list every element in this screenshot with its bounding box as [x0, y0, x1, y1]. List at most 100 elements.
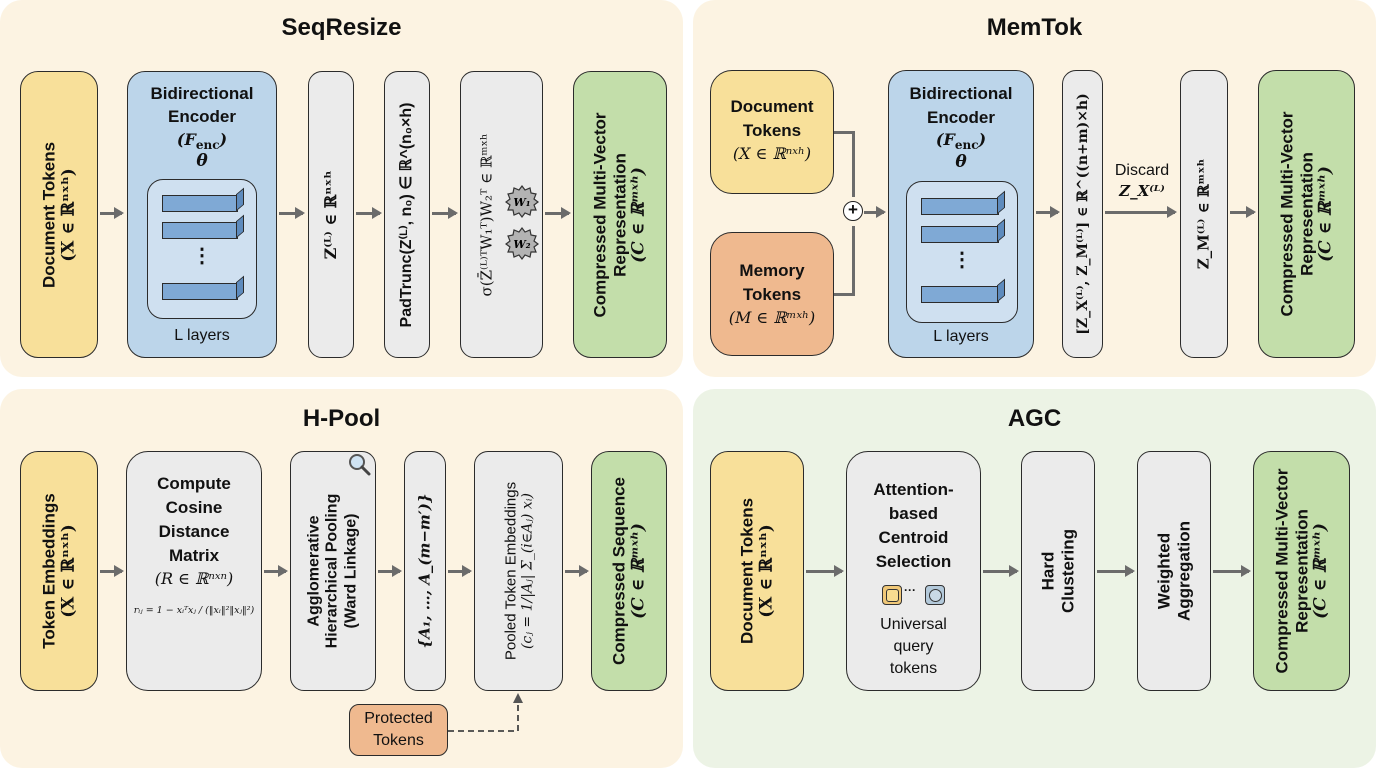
centroid-line4: Selection: [875, 552, 952, 571]
panel-title-memtok: MemTok: [986, 14, 1083, 41]
output-line1: Compressed Multi-Vector: [1272, 468, 1292, 674]
svg-text:W₂: W₂: [513, 238, 530, 251]
discard-math: Z_X⁽ᴸ⁾: [1119, 182, 1165, 200]
cosine-line3: Distance: [158, 522, 230, 541]
seqresize-input-label: Document Tokens: [39, 141, 59, 288]
output-line2: Representation: [610, 152, 630, 277]
agc-input-label: Document Tokens: [737, 497, 757, 645]
protected-line1: Protected: [364, 710, 433, 727]
cosine-line4: Matrix: [168, 546, 220, 565]
memory-states-math: Z_M⁽ᴸ⁾ ∈ ℝᵐˣʰ: [1194, 158, 1213, 270]
layer-block: [162, 195, 238, 212]
hpool-agglomerative-box: Agglomerative Hierarchical Pooling (Ward…: [290, 451, 376, 691]
layer-ellipsis: ⋮: [952, 249, 972, 271]
doc-line1: Document: [730, 97, 814, 116]
hpool-protected-tokens-box: Protected Tokens: [349, 704, 448, 756]
layer-block: [162, 222, 238, 239]
arrow: [264, 565, 288, 577]
seqresize-projection-box: σ(Z̄⁽ᴸ⁾ᵀW₁ᵀ)W₂ᵀ ∈ ℝᵐˣʰ W₁ W₂: [460, 71, 543, 358]
memtok-hidden-states-box: [Z_X⁽ᴸ⁾, Z_M⁽ᴸ⁾] ∈ ℝ^((n+m)×h): [1062, 70, 1103, 358]
arrow: [1097, 565, 1135, 577]
encoder-line2: Encoder: [926, 108, 996, 127]
output-math: (C ∈ ℝᵐˣʰ): [1310, 523, 1331, 619]
arrow: [1036, 206, 1060, 218]
encoder-line1: Bidirectional: [909, 84, 1013, 103]
panel-title-seqresize: SeqResize: [281, 14, 402, 41]
agc-hard-clustering-box: Hard Clustering: [1021, 451, 1095, 691]
hidden-states-math: [Z_X⁽ᴸ⁾, Z_M⁽ᴸ⁾] ∈ ℝ^((n+m)×h): [1074, 93, 1091, 335]
agc-output-box: Compressed Multi-Vector Representation (…: [1253, 451, 1350, 691]
agc-input-math: (X ∈ ℝⁿˣʰ): [756, 524, 776, 618]
hpool-output-math: (C ∈ ℝᵐˣʰ): [628, 523, 648, 619]
layer-block: [921, 198, 999, 215]
panel-hpool: H-Pool Token Embeddings (X ∈ ℝⁿˣʰ) Compu…: [0, 389, 683, 768]
centroid-line2: based: [888, 504, 939, 523]
doc-line2: Tokens: [742, 121, 802, 140]
cosine-formula: rᵢⱼ = 1 − xᵢᵀxⱼ / (‖xᵢ‖²‖xⱼ‖²): [133, 605, 255, 616]
arrow: [1230, 206, 1256, 218]
hpool-token-embeddings-box: Token Embeddings (X ∈ ℝⁿˣʰ): [20, 451, 98, 691]
connector-mem-up: [852, 226, 855, 296]
weighted-line2: Aggregation: [1174, 520, 1193, 622]
agc-document-tokens-box: Document Tokens (X ∈ ℝⁿˣʰ): [710, 451, 804, 691]
agglomerative-line2: Hierarchical Pooling: [323, 493, 341, 649]
sum-circle-icon: +: [843, 201, 863, 221]
layer-ellipsis: ⋮: [192, 245, 212, 267]
cosine-line2: Cosine: [165, 498, 223, 517]
layer-block: [921, 226, 999, 243]
hpool-output-label: Compressed Sequence: [609, 476, 629, 666]
agc-weighted-aggregation-box: Weighted Aggregation: [1137, 451, 1211, 691]
pooled-label: Pooled Token Embeddings: [501, 481, 519, 661]
seqresize-output-box: Compressed Multi-Vector Representation (…: [573, 71, 667, 358]
encoder-layers-label: L layers: [933, 328, 989, 345]
output-math: (C ∈ ℝᵐˣʰ): [628, 166, 649, 263]
arrow: [983, 565, 1019, 577]
connector-mem: [834, 293, 855, 296]
agglomerative-line1: Agglomerative: [305, 515, 323, 627]
arrow: [1213, 565, 1251, 577]
memtok-document-tokens-box: Document Tokens (X ∈ ℝⁿˣʰ): [710, 70, 834, 194]
encoder-line2: Encoder: [167, 107, 237, 126]
clusters-math: {A₁, …, A_(m−m′)}: [415, 493, 434, 649]
seqresize-input-math: (X ∈ ℝⁿˣʰ): [58, 167, 78, 262]
connector-doc: [834, 131, 855, 134]
query-token-icon-blue: [925, 585, 945, 605]
magnifier-icon: [349, 454, 371, 476]
mem-line2: Tokens: [742, 285, 802, 304]
seqresize-hidden-states-box: Z⁽ᴸ⁾ ∈ ℝⁿˣʰ: [308, 71, 354, 358]
arrow: [864, 206, 886, 218]
encoder-layers-label: L layers: [174, 327, 230, 344]
arrow: [279, 207, 305, 219]
arrow: [545, 207, 571, 219]
panel-memtok: MemTok Document Tokens (X ∈ ℝⁿˣʰ) Memory…: [693, 0, 1376, 377]
hpool-input-math: (X ∈ ℝⁿˣʰ): [58, 524, 78, 618]
arrow: [432, 207, 458, 219]
doc-math: (X ∈ ℝⁿˣʰ): [732, 144, 812, 163]
gear-icon-w2: W₂: [505, 227, 539, 260]
hard-line2: Clustering: [1058, 528, 1077, 614]
cosine-math: (R ∈ ℝⁿˣⁿ): [154, 569, 234, 588]
mem-math: (M ∈ ℝᵐˣʰ): [728, 308, 816, 327]
hpool-cosine-distance-box: Compute Cosine Distance Matrix (R ∈ ℝⁿˣⁿ…: [126, 451, 262, 691]
arrow: [448, 565, 472, 577]
layer-block: [921, 286, 999, 303]
svg-text:W₁: W₁: [513, 196, 530, 209]
encoder-function: (Fenc): [935, 130, 987, 153]
centroid-line1: Attention-: [873, 480, 954, 499]
panel-title-agc: AGC: [1007, 405, 1062, 432]
centroid-line3: Centroid: [878, 528, 949, 547]
query-token-icon-yellow: [882, 585, 902, 605]
panel-seqresize: SeqResize Document Tokens (X ∈ ℝⁿˣʰ) Bid…: [0, 0, 683, 377]
arrow: [565, 565, 589, 577]
hpool-pooled-embeddings-box: Pooled Token Embeddings (cⱼ = 1/|Aⱼ| Σ_(…: [474, 451, 563, 691]
arrow: [100, 565, 124, 577]
arrow: [378, 565, 402, 577]
discard-label: Discard: [1114, 162, 1170, 179]
hpool-output-box: Compressed Sequence (C ∈ ℝᵐˣʰ): [591, 451, 667, 691]
arrow: [356, 207, 382, 219]
encoder-theta: θ: [955, 152, 967, 172]
output-line2: Representation: [1296, 152, 1316, 276]
encoder-layer-stack: ⋮: [147, 179, 257, 319]
weighted-line1: Weighted: [1154, 532, 1174, 610]
output-line2: Representation: [1291, 509, 1311, 633]
